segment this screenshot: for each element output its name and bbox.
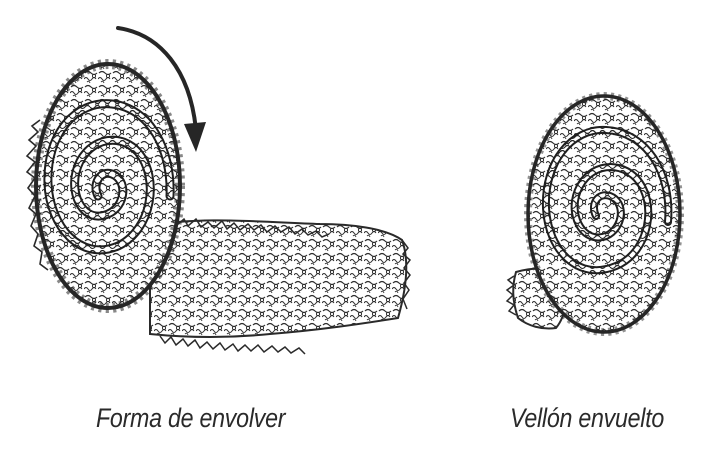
caption-rolled: Vellón envuelto [510, 403, 665, 433]
fleece-rolling-icon [25, 59, 412, 355]
caption-rolling: Forma de envolver [96, 403, 286, 433]
fleece-roll-icon [505, 92, 684, 336]
curved-arrow-icon [116, 26, 206, 152]
